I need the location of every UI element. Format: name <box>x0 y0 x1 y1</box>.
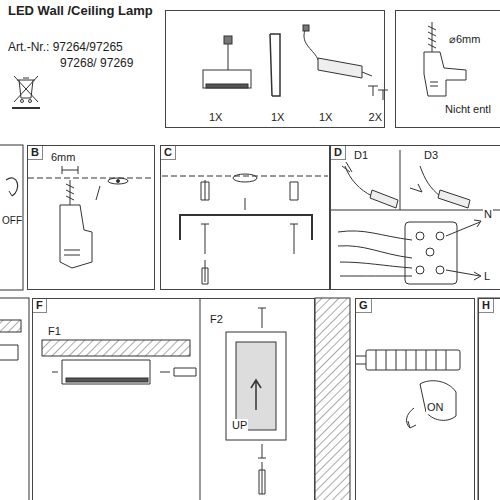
title: LED Wall /Ceiling Lamp <box>8 4 153 18</box>
step-letter: F <box>33 299 47 313</box>
panel-text: 6mm <box>50 151 76 164</box>
step-letter: B <box>28 146 43 160</box>
step-letter: C <box>161 146 176 160</box>
step-panel: B 6mm <box>27 145 155 290</box>
panel-text: D1 <box>353 149 369 162</box>
label-text: 97268/ 97269 <box>60 56 133 70</box>
panel-text: 1X <box>270 111 285 124</box>
parts-panel: 1X 1X 1X 2X <box>165 10 385 128</box>
panel-text: F1 <box>47 325 62 338</box>
panel-text: D3 <box>423 149 439 162</box>
step-panel: G ON <box>355 298 475 500</box>
step-panel: FF1 F2UP <box>32 298 315 500</box>
panel-text: L <box>483 270 491 283</box>
panel-text: 1X <box>318 111 333 124</box>
panel-text: ON <box>426 401 445 414</box>
step-letter: H <box>479 299 494 313</box>
panel-text: N <box>483 208 493 221</box>
label-text: OFF <box>2 214 22 228</box>
panel-text: UP <box>231 419 248 432</box>
step-panel: H <box>478 298 500 500</box>
step-letter: G <box>356 299 372 313</box>
step-panel: C <box>160 145 330 290</box>
step-letter: D <box>331 146 346 160</box>
step-panel: D D1 D3N L <box>330 145 500 290</box>
drill-panel: ⌀6mmNicht entl <box>395 10 500 128</box>
panel-text: 2X <box>368 111 383 124</box>
panel-text: Nicht entl <box>444 103 492 116</box>
panel-text: 1X <box>208 111 223 124</box>
label-text: Art.-Nr.: 97264/97265 <box>8 40 123 54</box>
panel-text: ⌀6mm <box>448 33 481 46</box>
panel-text: F2 <box>209 313 224 326</box>
